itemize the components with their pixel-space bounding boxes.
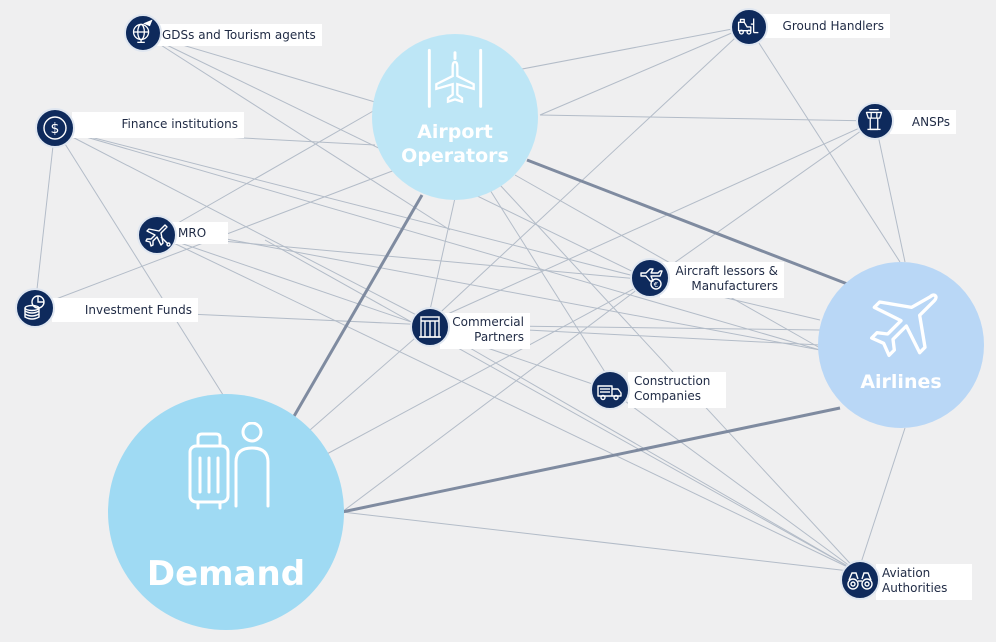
link (429, 197, 456, 311)
ansps-label: ANSPs (890, 110, 956, 134)
link (539, 114, 876, 122)
construction-label: Construction Companies (628, 372, 726, 408)
link (34, 127, 56, 308)
investment-funds-label: Investment Funds (52, 298, 198, 322)
link (156, 234, 651, 281)
demand-hub-title: Demand (146, 554, 306, 594)
commercial-partners-label: Commercial Partners (440, 313, 530, 349)
gds-label: GDSs and Tourism agents (156, 24, 322, 46)
airlines-hub-title: Airlines (860, 371, 942, 393)
link (156, 234, 611, 391)
plane-euro-icon: € (630, 258, 670, 298)
airport-hub-title-line1: Airport (417, 121, 493, 143)
airplane-icon (870, 293, 938, 357)
link (54, 127, 651, 281)
truck-icon (590, 370, 630, 410)
ground-handlers-label: Ground Handlers (760, 14, 890, 38)
plane-wrench-icon (137, 215, 177, 255)
link (156, 109, 376, 236)
runway-plane-icon (427, 48, 483, 108)
aircraft-lessors-label: Aircraft lessors & Manufacturers (660, 262, 784, 298)
link (514, 174, 821, 349)
link (309, 324, 431, 431)
link (54, 127, 821, 351)
link (539, 25, 749, 116)
strong-link-airport-airlines (526, 158, 851, 287)
binoculars-icon (840, 560, 880, 600)
mro-label: MRO (172, 222, 228, 244)
storefront-icon (410, 307, 450, 347)
link (141, 32, 451, 231)
link (609, 389, 859, 573)
airport-operators-hub: Airport Operators (372, 34, 538, 200)
coins-chart-icon (15, 288, 55, 328)
link (489, 189, 611, 381)
svg-text:€: € (654, 281, 658, 289)
aviation-authorities-label: Aviation Authorities (876, 564, 972, 600)
strong-link-airport-demand (291, 194, 424, 419)
airport-hub-title-line2: Operators (401, 145, 509, 167)
link (429, 120, 876, 323)
link (156, 234, 859, 573)
airlines-hub: Airlines (818, 262, 984, 428)
link (857, 427, 906, 573)
svg-text:$: $ (51, 121, 60, 137)
link (874, 120, 906, 263)
link (341, 511, 859, 573)
gds-globe-icon (124, 14, 162, 52)
dollar-icon: $ (35, 108, 75, 148)
link (54, 127, 226, 399)
strong-link-demand-airlines (341, 406, 841, 514)
link (429, 25, 749, 323)
demand-hub: Demand (108, 394, 344, 630)
link (341, 279, 651, 513)
link (649, 120, 876, 281)
link (204, 234, 821, 351)
forklift-icon (730, 8, 768, 46)
traveler-luggage-icon (188, 422, 270, 510)
finance-label: Finance institutions (72, 112, 244, 138)
link (324, 279, 651, 456)
control-tower-icon (856, 102, 894, 140)
